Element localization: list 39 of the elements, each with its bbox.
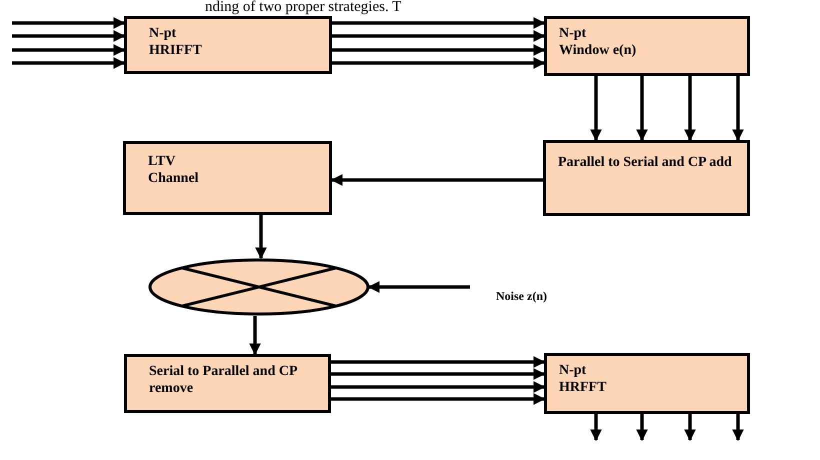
arrow [255,215,267,260]
arrow [331,356,546,368]
process-box [123,141,332,215]
arrow [332,57,546,69]
arrow [330,174,543,186]
arrow [12,44,126,56]
arrow [249,316,261,356]
arrow [684,414,696,442]
process-box [543,140,750,216]
arrow [12,57,126,69]
box-label: N-pt HRFFT [559,362,608,396]
multiplier-ellipse [148,258,370,316]
process-box [544,353,750,414]
arrow [331,381,546,393]
box-label: Parallel to Serial and CP add [558,154,733,171]
arrow [636,414,648,442]
arrow [636,76,648,142]
arrow [590,414,602,442]
arrow [331,393,546,405]
arrow [331,368,546,380]
box-label: N-pt Window e(n) [559,25,638,59]
arrow [590,76,602,142]
process-box [544,16,750,76]
arrow [732,76,744,142]
body-text: nding of two proper strategies. T [205,0,402,15]
arrow [332,17,546,29]
arrow [12,30,126,42]
box-label: LTV Channel [148,153,200,187]
arrow [332,30,546,42]
arrow [368,281,470,293]
arrow [332,44,546,56]
arrow [684,76,696,142]
arrow [732,414,744,442]
box-label: Serial to Parallel and CP remove [149,363,298,397]
noise-label: Noise z(n) [496,288,547,305]
box-label: N-pt HRIFFT [149,25,203,59]
arrow [12,17,126,29]
process-box [124,354,331,413]
process-box [124,16,332,74]
